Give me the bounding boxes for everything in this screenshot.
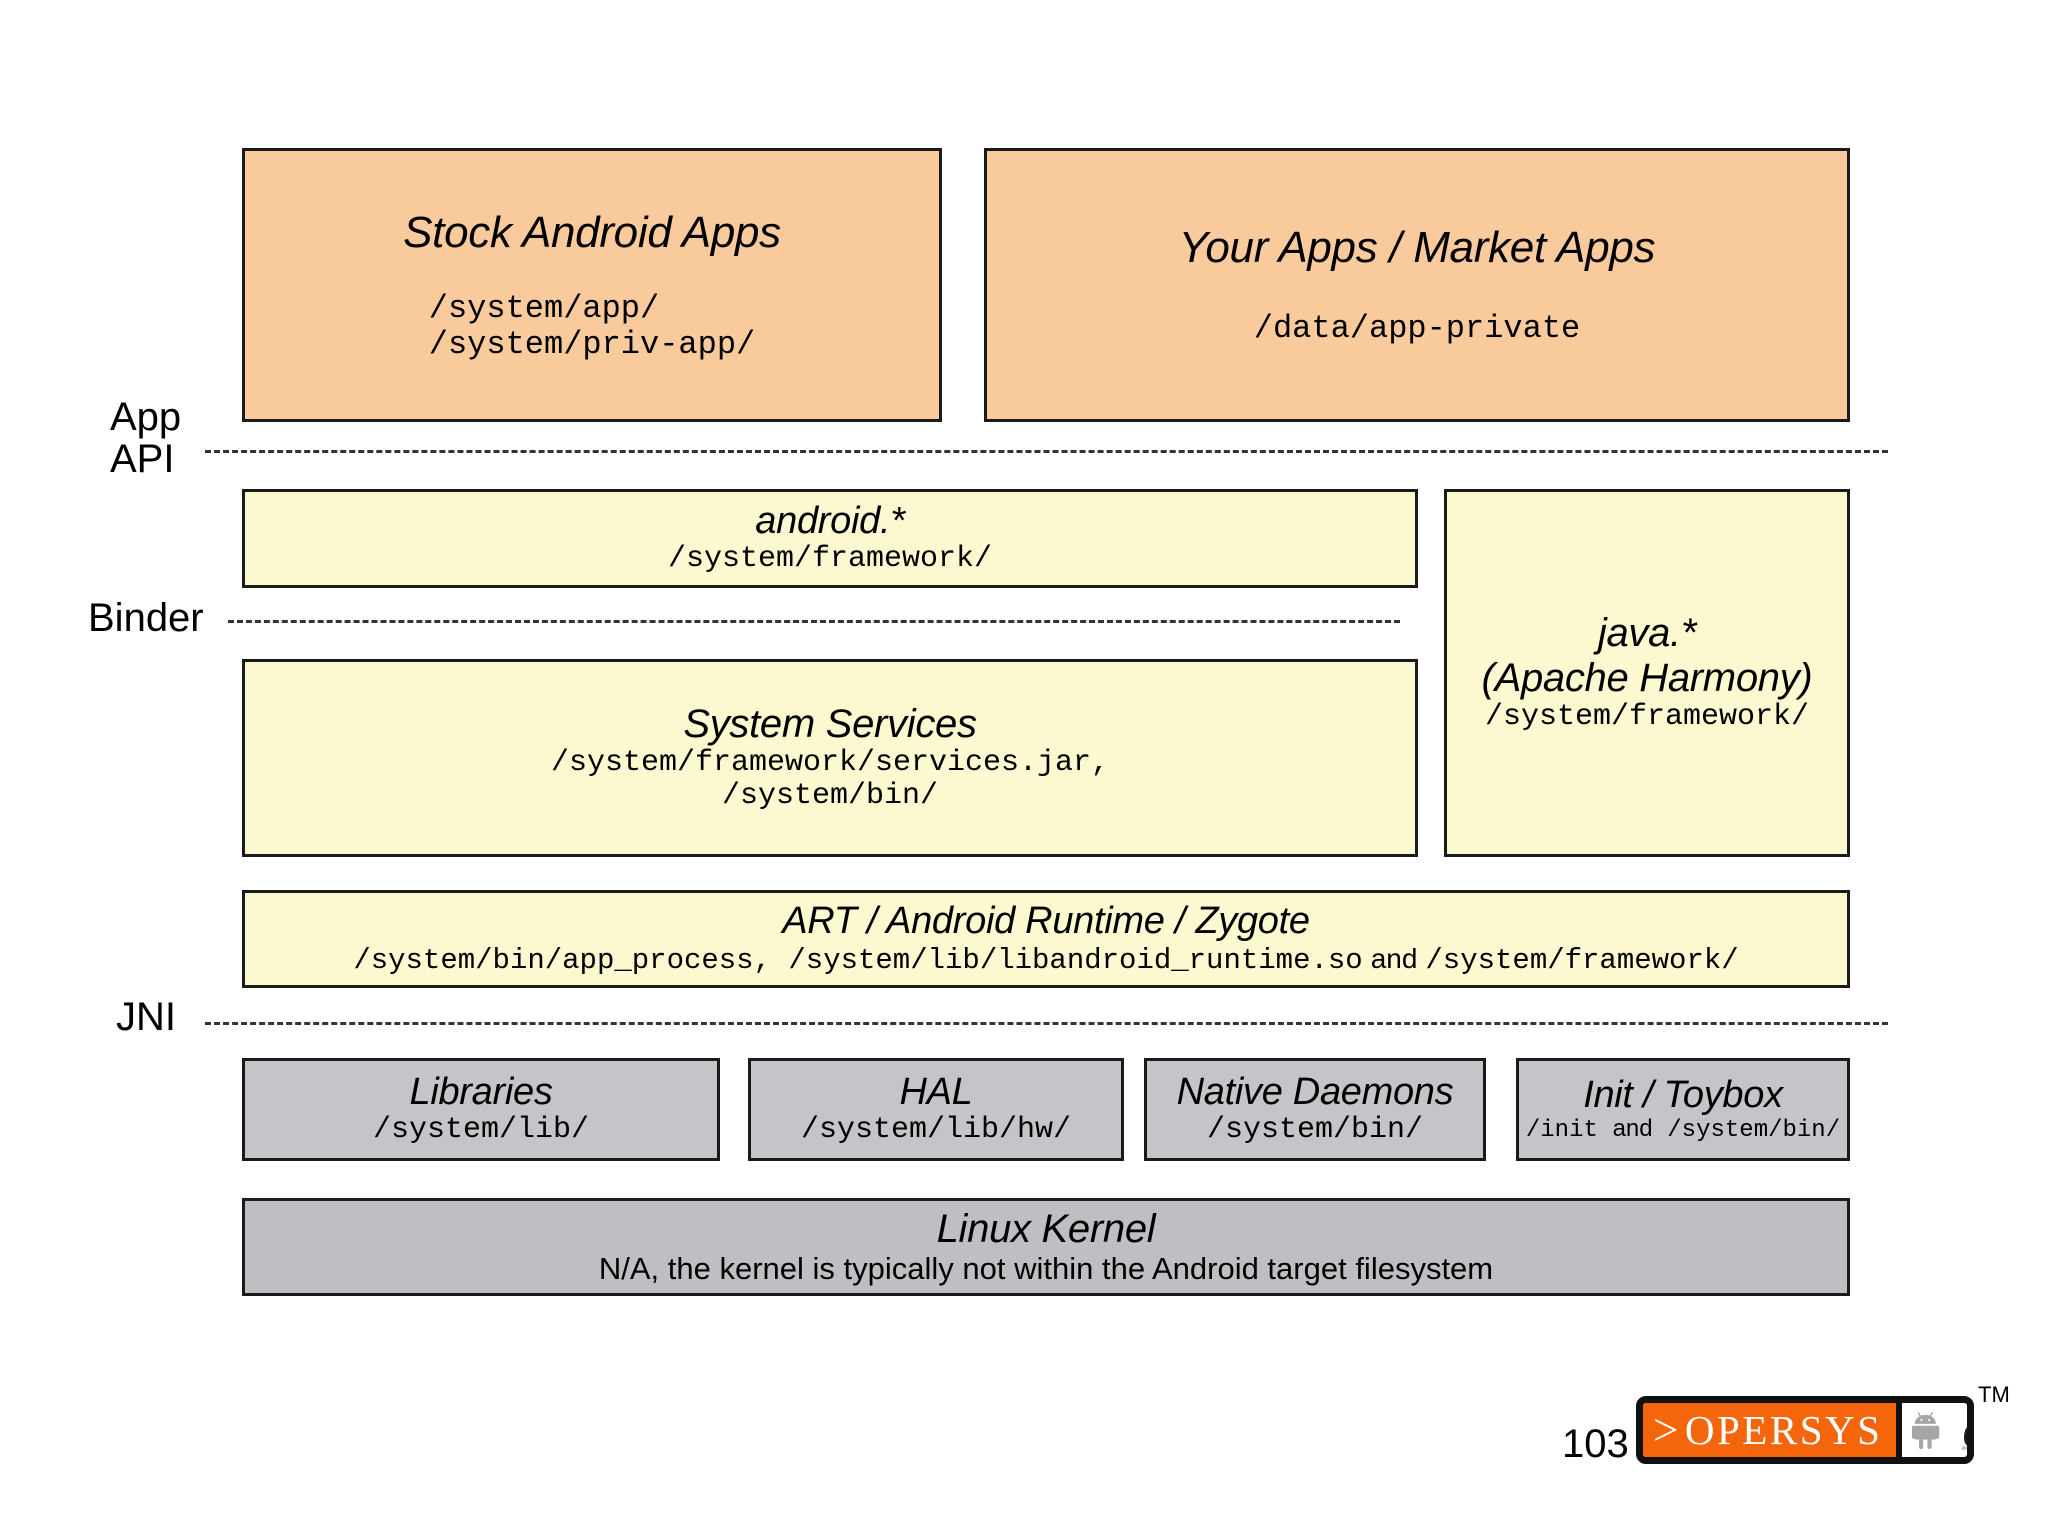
init-toybox-path-2: /system/bin/ — [1667, 1117, 1841, 1145]
linux-kernel-title: Linux Kernel — [936, 1207, 1156, 1252]
init-toybox-conjunction: and — [1612, 1115, 1653, 1143]
opersys-logo-text: OPERSYS — [1684, 1407, 1883, 1453]
layer-label-api: API — [110, 437, 175, 481]
page-number: 103 — [1562, 1422, 1629, 1466]
trademark-symbol: TM — [1978, 1382, 2010, 1407]
android-api-title: android.* — [755, 500, 905, 543]
art-runtime-paths: /system/bin/app_process, /system/lib/lib… — [353, 943, 1738, 977]
separator-binder — [228, 620, 1400, 623]
system-services-path-2: /system/bin/ — [721, 779, 939, 814]
layer-label-binder: Binder — [88, 596, 204, 640]
libraries-title: Libraries — [409, 1071, 553, 1114]
box-system-services[interactable]: System Services /system/framework/servic… — [242, 659, 1418, 857]
native-daemons-path-1: /system/bin/ — [1206, 1112, 1424, 1147]
linux-penguin-icon — [1961, 1428, 1967, 1450]
layer-label-jni: JNI — [116, 995, 176, 1039]
native-daemons-title: Native Daemons — [1176, 1071, 1454, 1114]
system-services-title: System Services — [683, 702, 977, 746]
box-linux-kernel[interactable]: Linux Kernel N/A, the kernel is typicall… — [242, 1198, 1850, 1296]
market-apps-title: Your Apps / Market Apps — [1178, 223, 1656, 273]
box-native-daemons[interactable]: Native Daemons /system/bin/ — [1144, 1058, 1486, 1161]
box-init-toybox[interactable]: Init / Toybox /init and /system/bin/ — [1516, 1058, 1850, 1161]
art-runtime-conjunction: and — [1370, 943, 1418, 975]
box-hal[interactable]: HAL /system/lib/hw/ — [748, 1058, 1124, 1161]
java-title-line-1: java.* — [1597, 611, 1697, 656]
java-title-line-2: (Apache Harmony) — [1481, 656, 1813, 701]
init-toybox-title: Init / Toybox — [1583, 1073, 1783, 1116]
stock-apps-title: Stock Android Apps — [403, 207, 781, 257]
separator-app-api — [205, 450, 1888, 453]
market-apps-path-1: /data/app-private — [1253, 309, 1581, 347]
init-toybox-paths: /init and /system/bin/ — [1525, 1115, 1841, 1145]
art-runtime-path-1: /system/bin/app_process, /system/lib/lib… — [353, 944, 1363, 978]
java-path-1: /system/framework/ — [1484, 700, 1810, 734]
box-stock-android-apps[interactable]: Stock Android Apps /system/app/ /system/… — [242, 148, 942, 422]
box-your-market-apps[interactable]: Your Apps / Market Apps /data/app-privat… — [984, 148, 1850, 422]
opersys-logo: >OPERSYS — [1636, 1396, 1974, 1464]
android-robot-icon — [1912, 1412, 1940, 1450]
chevron-right-icon: > — [1653, 1405, 1681, 1455]
libraries-path-1: /system/lib/ — [372, 1112, 590, 1147]
box-java-apache-harmony[interactable]: java.* (Apache Harmony) /system/framewor… — [1444, 489, 1850, 857]
linux-kernel-subtitle: N/A, the kernel is typically not within … — [598, 1251, 1494, 1287]
stock-apps-path-1: /system/app/ — [428, 289, 660, 327]
init-toybox-path-1: /init — [1525, 1117, 1598, 1145]
layer-label-app-api: App API — [110, 396, 181, 480]
stock-apps-path-2: /system/priv-app/ — [428, 325, 756, 363]
box-art-runtime-zygote[interactable]: ART / Android Runtime / Zygote /system/b… — [242, 890, 1850, 988]
box-libraries[interactable]: Libraries /system/lib/ — [242, 1058, 720, 1161]
logo-icon-group — [1896, 1403, 1967, 1457]
layer-label-app: App — [110, 395, 182, 439]
android-api-path-1: /system/framework/ — [667, 541, 993, 576]
art-runtime-title: ART / Android Runtime / Zygote — [782, 900, 1310, 943]
separator-jni — [205, 1022, 1888, 1025]
opersys-wordmark: >OPERSYS — [1643, 1403, 1897, 1457]
hal-title: HAL — [899, 1071, 973, 1114]
art-runtime-path-2: /system/framework/ — [1425, 944, 1739, 978]
hal-path-1: /system/lib/hw/ — [800, 1112, 1072, 1147]
system-services-path-1: /system/framework/services.jar, — [550, 745, 1110, 780]
box-android-api[interactable]: android.* /system/framework/ — [242, 489, 1418, 588]
